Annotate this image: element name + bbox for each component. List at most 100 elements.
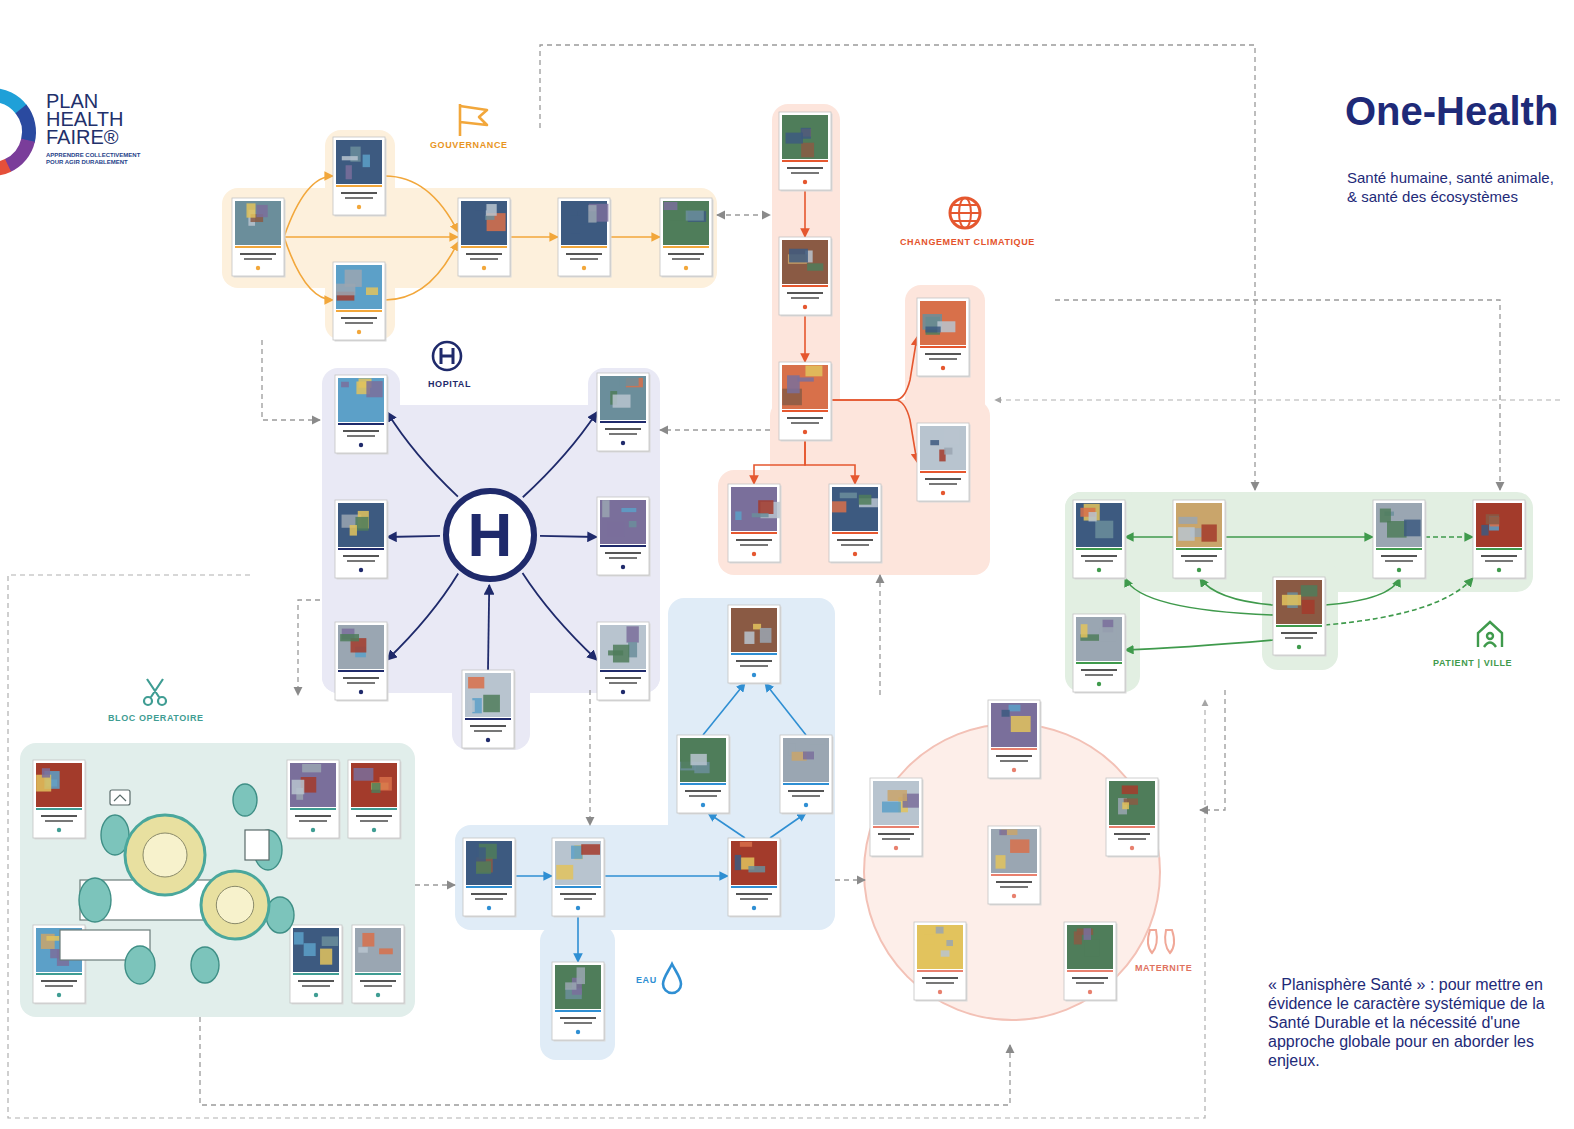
card-strip [1476,548,1522,550]
card-dot [576,906,580,910]
region-fill [20,743,415,1017]
card-dot [853,552,857,556]
hub-circle: H [443,488,537,582]
topic-card [33,760,87,840]
section-arrow [708,813,745,838]
card-caption-bar [736,660,772,662]
card-caption-bar [791,422,819,424]
card-dot [941,491,945,495]
card-strip [336,310,382,312]
card-caption-bar [470,725,506,727]
card-caption-bar [1181,555,1217,557]
subtitle: Santé humaine, santé animale, & santé de… [1347,168,1562,206]
card-image [873,781,919,825]
section-arrow [1200,578,1273,605]
topic-card [728,838,782,918]
card-image-detail [744,632,754,644]
card-image-detail [350,525,357,536]
topic-card [780,735,834,815]
globe-icon [950,198,980,228]
feet-outline [1148,930,1174,953]
topic-card [458,198,512,278]
logo-ring [0,159,11,176]
card-caption-bar [1285,637,1313,639]
label-holder: « Planisphère Santé » : pour mettre en é… [1268,975,1566,1070]
card-caption-bar [605,677,641,679]
section-title: GOUVERNANCE [430,140,508,151]
card-image [832,487,878,531]
topic-card [1473,500,1527,580]
card-caption-bar [240,253,276,255]
section-arrow [610,236,660,238]
card-frame [1473,500,1525,578]
section-arrow [805,440,855,484]
card-image [461,201,507,245]
topic-card [597,373,651,453]
card-dot [1088,990,1092,994]
card-image [1176,503,1222,547]
card-image-detail [571,846,582,859]
card-frame [333,137,385,215]
card-image-detail [304,943,316,956]
hub-arrow [540,536,597,537]
card-image-detail [613,645,629,663]
card-image-detail [588,205,596,222]
card-image-detail [358,947,368,953]
staff-figure [233,784,257,816]
card-strip [465,718,511,720]
card-image [991,703,1037,747]
card-dot [487,906,491,910]
card-image-detail [628,642,637,657]
topic-card [779,112,833,192]
topic-card [352,925,406,1005]
card-dot [1397,568,1401,572]
card-frame [914,922,966,1000]
card-caption-bar [609,557,637,559]
card-frame [728,605,780,683]
card-caption-bar [787,417,823,419]
card-image [1076,617,1122,661]
card-strip [600,545,646,547]
card-image [1276,580,1322,624]
card-frame [335,375,387,453]
card-image [782,240,828,284]
card-image-detail [467,700,474,712]
card-image-detail [589,204,609,222]
caption: « Planisphère Santé » : pour mettre en é… [1268,975,1566,1070]
card-dot [376,993,380,997]
section-title: MATERNITE [1135,963,1192,974]
label-holder: One-Health [1345,88,1558,134]
card-image [1067,925,1113,969]
card-image-detail [797,377,813,381]
card-strip [355,973,401,975]
card-caption-bar [791,297,819,299]
topic-card [1373,500,1427,580]
topic-card [1273,577,1327,657]
card-image [338,503,384,547]
section-arrow [604,875,728,877]
section-arrow [1125,640,1273,650]
card-dot [938,990,942,994]
card-image-detail [322,936,339,946]
card-caption-bar [1114,833,1150,835]
card-caption-bar [45,820,73,822]
card-frame [463,838,515,916]
card-dot [684,266,688,270]
section-arrow [385,176,458,232]
card-image-detail [363,155,370,168]
card-caption-bar [474,730,502,732]
card-caption-bar [570,258,598,260]
card-image [600,376,646,420]
card-image [555,841,601,885]
topic-card [1073,500,1127,580]
card-image-detail [320,949,332,965]
card-strip [1109,826,1155,828]
label-holder: PLAN HEALTH FAIRE® [46,92,146,146]
card-image-detail [620,376,639,385]
section-arrow [804,190,806,237]
card-image [338,378,384,422]
card-image-detail [336,284,355,296]
card-caption-bar [788,790,824,792]
region-fill [1065,492,1140,692]
